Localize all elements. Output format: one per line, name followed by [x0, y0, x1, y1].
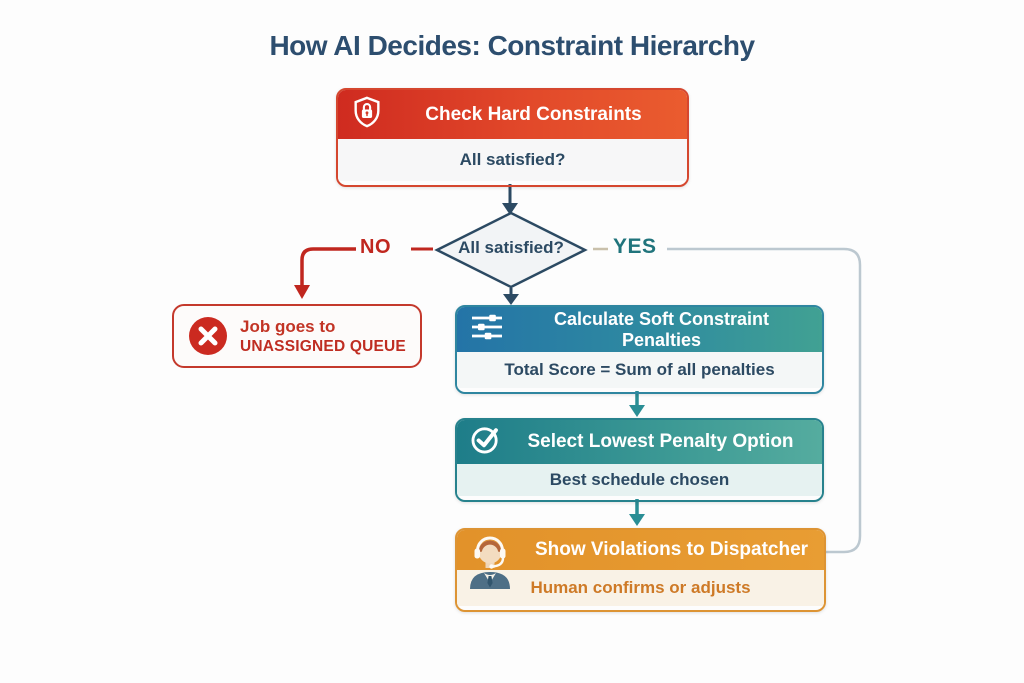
show-violations-header: Show Violations to Dispatcher	[457, 530, 824, 570]
yes-branch-line	[667, 247, 862, 554]
yes-branch-label: YES	[613, 235, 657, 258]
sliders-icon	[469, 312, 505, 347]
arrowhead-calculate-to-select	[629, 405, 645, 417]
unassigned-line1: Job goes to	[240, 316, 336, 336]
arrowhead-check-to-decision	[502, 203, 518, 215]
no-branch-label: NO	[360, 236, 391, 258]
unassigned-line2: UNASSIGNED QUEUE	[240, 337, 406, 355]
decision-diamond	[434, 211, 588, 289]
show-violations-title: Show Violations to Dispatcher	[534, 539, 809, 560]
dispatcher-headset-icon	[458, 531, 522, 593]
select-lowest-penalty-title: Select Lowest Penalty Option	[527, 431, 794, 452]
shield-lock-icon	[350, 94, 384, 136]
select-lowest-penalty-subtext: Best schedule chosen	[457, 464, 822, 496]
show-violations-subtext: Human confirms or adjusts	[457, 570, 824, 606]
decision-label: All satisfied?	[458, 238, 564, 257]
calculate-penalties-box: Calculate Soft Constraint Penalties Tota…	[455, 305, 824, 394]
page-title: How AI Decides: Constraint Hierarchy	[269, 30, 755, 61]
select-lowest-penalty-header: Select Lowest Penalty Option	[457, 420, 822, 464]
check-hard-constraints-header: Check Hard Constraints	[338, 90, 687, 139]
calculate-penalties-subtext: Total Score = Sum of all penalties	[457, 352, 822, 388]
x-circle-icon	[188, 316, 228, 356]
check-hard-constraints-box: Check Hard Constraints All satisfied?	[336, 88, 689, 187]
calculate-penalties-header: Calculate Soft Constraint Penalties	[457, 307, 822, 352]
show-violations-box: Show Violations to Dispatcher Human conf…	[455, 528, 826, 612]
arrowhead-select-to-show	[629, 514, 645, 526]
select-lowest-penalty-box: Select Lowest Penalty Option Best schedu…	[455, 418, 824, 502]
arrowhead-decision-to-calculate	[503, 294, 519, 305]
check-hard-constraints-title: Check Hard Constraints	[425, 103, 642, 125]
calculate-penalties-title: Calculate Soft Constraint Penalties	[553, 308, 770, 350]
check-hard-constraints-subtext: All satisfied?	[338, 139, 687, 181]
check-circle-icon	[469, 422, 503, 462]
no-branch-line	[300, 247, 356, 286]
unassigned-queue-box: Job goes to UNASSIGNED QUEUE	[172, 304, 422, 368]
arrowhead-no-branch	[294, 285, 310, 299]
